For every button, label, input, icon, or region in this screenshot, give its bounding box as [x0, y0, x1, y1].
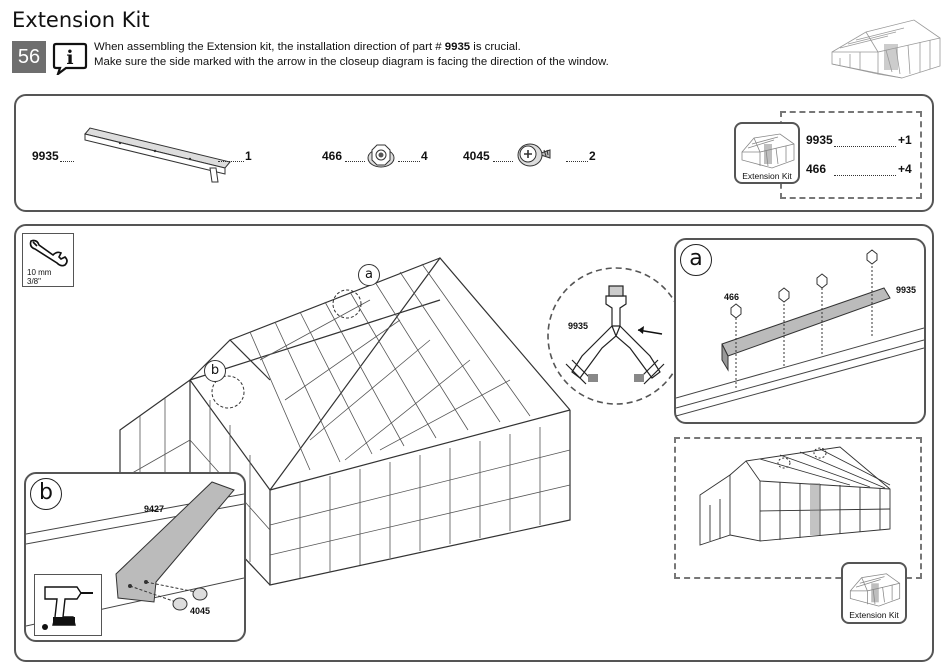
leader-dots	[566, 161, 588, 162]
overview-dashed-box	[674, 437, 922, 579]
detail-a-part-466: 466	[724, 292, 740, 302]
detail-a-drawing	[676, 249, 924, 417]
svg-text:i: i	[66, 47, 73, 69]
detail-b-drawing	[26, 481, 244, 627]
detail-b-part-9427: 9427	[144, 504, 165, 514]
detail-a-panel	[674, 238, 926, 424]
greenhouse-thumbnail-icon	[831, 19, 941, 79]
part-466-label: 466	[322, 149, 343, 163]
step-number: 56	[12, 41, 46, 73]
wrench-size-mm: 10 mm	[27, 268, 52, 277]
part-9935-label: 9935	[32, 149, 59, 163]
note-line1-post: is crucial.	[470, 41, 521, 53]
leader-dots	[60, 161, 74, 162]
kit-badge-label: Extension Kit	[742, 171, 792, 181]
parts-list-panel	[14, 94, 934, 212]
page-title: Extension Kit	[12, 8, 150, 32]
note-line2: Make sure the side marked with the arrow…	[94, 56, 609, 68]
tool-box: 10 mm 3/8"	[22, 233, 74, 287]
overview-kit-label: Extension Kit	[849, 610, 899, 620]
assembly-illustration-panel	[14, 224, 934, 662]
kit-item-9935-qty: +1	[898, 133, 912, 147]
wrench-icon	[29, 239, 68, 267]
nut-466-icon	[367, 144, 395, 168]
kit-item-9935-label: 9935	[806, 133, 833, 147]
closeup-cross-section	[547, 267, 685, 405]
leader-dots	[345, 161, 365, 162]
instruction-note: When assembling the Extension kit, the i…	[94, 40, 609, 70]
wrench-size-inch: 3/8"	[27, 277, 41, 286]
note-line1-pre: When assembling the Extension kit, the i…	[94, 41, 445, 53]
detail-a-part-9935: 9935	[896, 285, 917, 295]
info-icon: i	[52, 42, 88, 75]
drill-tool-box	[34, 574, 102, 636]
greenhouse-icon	[741, 133, 795, 169]
kit-item-466-qty: +4	[898, 162, 912, 176]
leader-dots	[834, 146, 896, 147]
screw-4045-icon	[517, 143, 551, 167]
detail-a-letter: a	[680, 244, 712, 276]
leader-dots	[834, 175, 896, 176]
leader-dots	[493, 161, 513, 162]
part-9935-qty: 1	[245, 149, 252, 163]
leader-dots	[398, 161, 420, 162]
callout-b-marker: b	[204, 360, 226, 382]
power-drill-icon	[42, 586, 93, 630]
callout-a-marker: a	[358, 264, 380, 286]
detail-b-letter: b	[30, 478, 62, 510]
overview-extension-kit-badge: Extension Kit	[841, 562, 907, 624]
part-4045-label: 4045	[463, 149, 490, 163]
greenhouse-icon	[849, 573, 901, 607]
closeup-part-label: 9935	[568, 321, 589, 331]
detail-b-part-4045: 4045	[190, 606, 211, 616]
extension-kit-badge: Extension Kit	[734, 122, 800, 184]
kit-item-466-label: 466	[806, 162, 827, 176]
greenhouse-overview-drawing	[699, 446, 891, 546]
part-9935-drawing	[84, 127, 231, 183]
part-466-qty: 4	[421, 149, 428, 163]
note-part-number: 9935	[444, 41, 471, 53]
part-4045-qty: 2	[589, 149, 596, 163]
leader-dots	[218, 161, 244, 162]
kit-extras-dashed-box	[780, 111, 922, 199]
